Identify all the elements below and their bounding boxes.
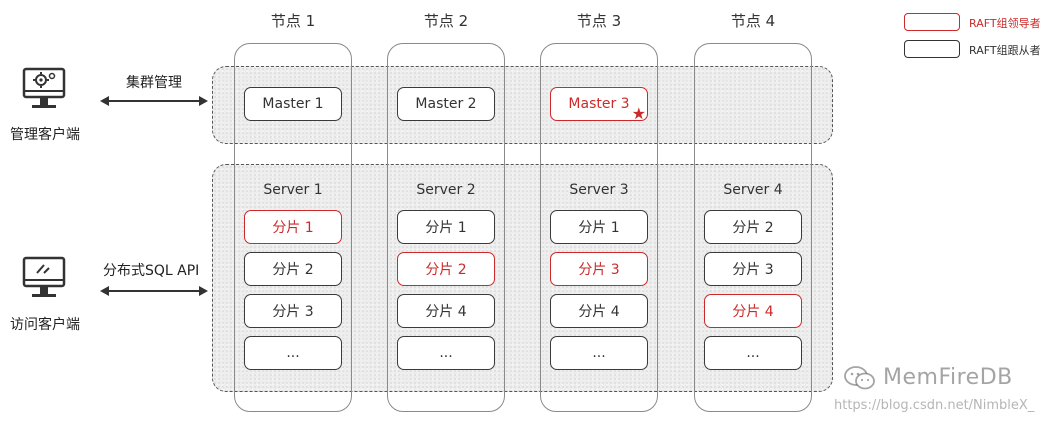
shard-label: 分片 3 <box>732 262 774 278</box>
admin-client-label: 管理客户端 <box>10 127 80 143</box>
shard-label: 分片 1 <box>272 220 314 236</box>
legend-follower-swatch <box>904 40 960 58</box>
watermark-url: https://blog.csdn.net/NimbleX_ <box>834 398 1035 413</box>
shard-label: 分片 4 <box>732 304 774 320</box>
shard-label: 分片 2 <box>272 262 314 278</box>
server-label: Server 2 <box>416 182 476 198</box>
shard-box-more: ... <box>704 336 802 370</box>
node-title: 节点 3 <box>576 12 622 30</box>
monitor-icon <box>22 256 66 297</box>
shard-label: ... <box>286 345 300 361</box>
server-label: Server 1 <box>263 182 323 198</box>
master-box-leader: Master 3★ <box>550 87 648 123</box>
shard-box: 分片 3 <box>704 252 802 286</box>
master-group-area <box>212 66 833 144</box>
watermark-brand: MemFireDB <box>883 365 1013 390</box>
shard-label: 分片 3 <box>578 262 620 278</box>
shard-box: 分片 4 <box>397 294 495 328</box>
double-arrow-icon <box>100 96 208 106</box>
shard-box-more: ... <box>244 336 342 370</box>
shard-box: 分片 1 <box>397 210 495 244</box>
shard-box-leader: 分片 1 <box>244 210 342 244</box>
shard-box: 分片 1 <box>550 210 648 244</box>
shard-box: 分片 4 <box>550 294 648 328</box>
node-title: 节点 4 <box>730 12 776 30</box>
legend-leader-swatch <box>904 13 960 31</box>
shard-label: 分片 1 <box>578 220 620 236</box>
node-column-1 <box>234 43 352 412</box>
shard-label: 分片 2 <box>732 220 774 236</box>
node-column-2 <box>387 43 505 412</box>
shard-label: ... <box>592 345 606 361</box>
node-title: 节点 2 <box>423 12 469 30</box>
shard-box-leader: 分片 4 <box>704 294 802 328</box>
shard-box-more: ... <box>550 336 648 370</box>
legend-follower-label: RAFT组跟从者 <box>969 44 1041 57</box>
shard-box: 分片 2 <box>244 252 342 286</box>
shard-box-leader: 分片 2 <box>397 252 495 286</box>
shard-label: ... <box>746 345 760 361</box>
node-column-4 <box>694 43 812 412</box>
master-box: Master 2 <box>397 87 495 121</box>
master-box: Master 1 <box>244 87 342 121</box>
master-label: Master 1 <box>262 96 324 112</box>
leader-star-icon: ★ <box>631 104 646 123</box>
access-client-label: 访问客户端 <box>10 317 80 333</box>
server-label: Server 4 <box>723 182 783 198</box>
double-arrow-icon <box>100 286 208 296</box>
shard-box-more: ... <box>397 336 495 370</box>
node-column-3 <box>540 43 658 412</box>
shard-label: ... <box>439 345 453 361</box>
access-link-label: 分布式SQL API <box>103 263 200 279</box>
master-label: Master 2 <box>415 96 477 112</box>
server-label: Server 3 <box>569 182 629 198</box>
shard-label: 分片 4 <box>425 304 467 320</box>
shard-box: 分片 2 <box>704 210 802 244</box>
master-label: Master 3 <box>568 96 630 112</box>
shard-box: 分片 3 <box>244 294 342 328</box>
shard-label: 分片 2 <box>425 262 467 278</box>
shard-label: 分片 4 <box>578 304 620 320</box>
shard-box-leader: 分片 3 <box>550 252 648 286</box>
shard-label: 分片 3 <box>272 304 314 320</box>
node-title: 节点 1 <box>270 12 316 30</box>
admin-link-label: 集群管理 <box>126 75 182 91</box>
legend-leader-label: RAFT组领导者 <box>969 17 1041 30</box>
shard-label: 分片 1 <box>425 220 467 236</box>
gear-monitor-icon <box>22 67 66 108</box>
wechat-logo-icon <box>844 366 875 390</box>
